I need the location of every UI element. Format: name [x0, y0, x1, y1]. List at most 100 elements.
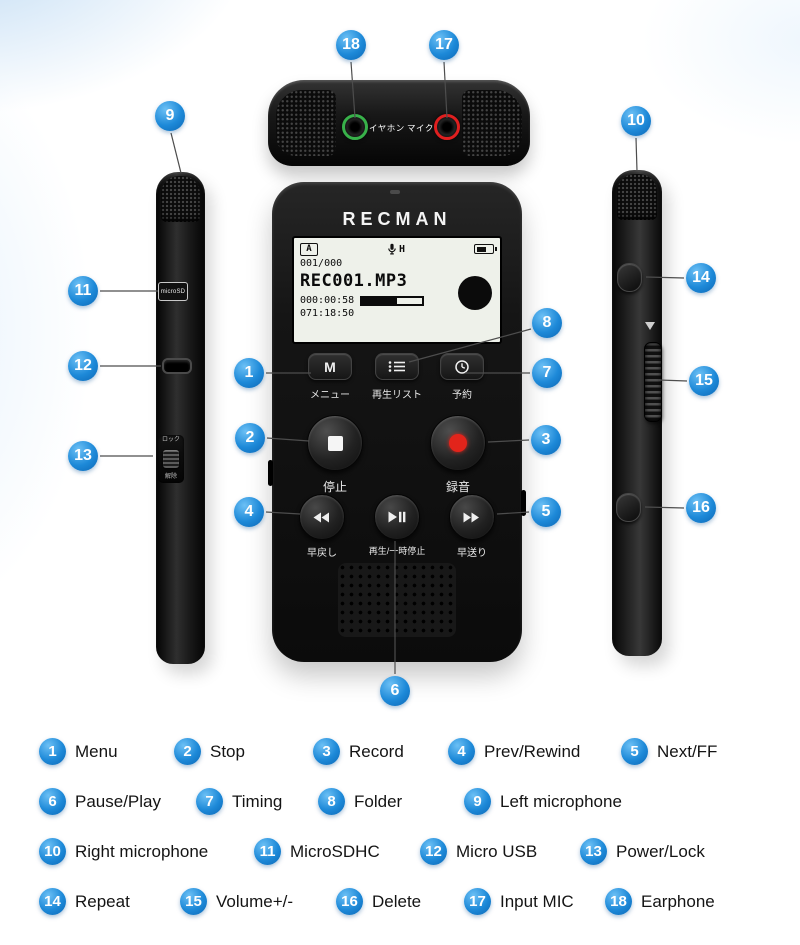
legend-label: Input MIC	[500, 891, 574, 911]
callout-4: 4	[234, 497, 264, 527]
recorder-front-view: RECMAN A H	[268, 182, 526, 662]
callout-16: 16	[686, 493, 716, 523]
leader-line-10	[635, 137, 638, 172]
legend-label: Folder	[354, 791, 403, 811]
earphone-jack-label: イヤホン	[369, 123, 405, 133]
led-indicator	[390, 190, 400, 194]
legend-number: 14	[39, 888, 66, 915]
left-edge-button	[268, 460, 273, 486]
volume-marker-icon	[645, 322, 655, 330]
microsd-slot: microSD	[158, 282, 188, 301]
micro-usb-port	[162, 358, 192, 374]
legend-item-input-mic: 17 Input MIC	[464, 888, 574, 915]
legend-item-folder: 8 Folder	[318, 788, 402, 815]
legend-number: 9	[464, 788, 491, 815]
folder-indicator-icon: A	[300, 242, 318, 256]
menu-label: メニュー	[310, 390, 350, 401]
stop-label: 停止	[322, 480, 347, 494]
progress-bar	[360, 295, 425, 306]
play-pause-button	[374, 494, 420, 540]
callout-8: 8	[532, 308, 562, 338]
delete-button	[616, 493, 641, 522]
callout-15: 15	[689, 366, 719, 396]
legend-item-record: 3 Record	[313, 738, 404, 765]
timer-button	[440, 353, 484, 380]
legend-label: Micro USB	[456, 841, 538, 861]
legend-item-power-lock: 13 Power/Lock	[580, 838, 705, 865]
legend-number: 4	[448, 738, 475, 765]
legend-item-next-ff: 5 Next/FF	[621, 738, 717, 765]
stop-icon	[327, 435, 343, 451]
elapsed-time: 000:00:58	[300, 295, 355, 306]
callout-11: 11	[68, 276, 98, 306]
legend-number: 7	[196, 788, 223, 815]
rewind-label: 早戻し	[307, 548, 337, 559]
playlist-label: 再生リスト	[372, 390, 422, 401]
leader-line-15	[658, 379, 688, 382]
speaker-grille	[338, 563, 456, 637]
switch-knob	[163, 450, 179, 468]
legend-label: Delete	[372, 891, 422, 911]
callout-9: 9	[155, 101, 185, 131]
status-row: A H	[300, 242, 497, 256]
power-lock-switch: ロック 解除	[158, 435, 184, 483]
play-pause-icon	[388, 511, 406, 523]
timer-label: 予約	[452, 390, 472, 401]
menu-button-text: M	[324, 358, 336, 375]
legend-item-stop: 2 Stop	[174, 738, 245, 765]
legend-label: Next/FF	[657, 741, 718, 761]
legend-number: 17	[464, 888, 491, 915]
legend-item-timing: 7 Timing	[196, 788, 282, 815]
recorder-left-side-view: microSD ロック 解除	[156, 172, 205, 664]
progress-bar-fill	[362, 297, 397, 304]
legend-label: Stop	[210, 741, 245, 761]
legend-number: 10	[39, 838, 66, 865]
filename-text: REC001.MP3	[300, 271, 408, 291]
legend-item-menu: 1 Menu	[39, 738, 118, 765]
left-microphone-grille	[161, 176, 200, 222]
battery-icon	[474, 244, 497, 254]
leader-line-9	[170, 132, 182, 174]
legend-label: Pause/Play	[75, 791, 161, 811]
mic-input-jack	[434, 114, 460, 140]
legend-number: 1	[39, 738, 66, 765]
legend-item-prev-rewind: 4 Prev/Rewind	[448, 738, 580, 765]
unlock-label: 解除	[164, 474, 177, 480]
right-microphone-grille	[617, 174, 657, 220]
callout-13: 13	[68, 441, 98, 471]
legend-label: MicroSDHC	[290, 841, 380, 861]
menu-button: M	[308, 353, 352, 380]
lock-label: ロック	[161, 437, 180, 443]
record-indicator	[458, 276, 492, 310]
record-icon	[449, 434, 467, 452]
legend-number: 5	[621, 738, 648, 765]
fast-forward-label: 早送り	[457, 548, 487, 559]
legend-item-volume: 15 Volume+/-	[180, 888, 293, 915]
mic-mode-text: H	[398, 243, 406, 255]
recorder-right-side-view	[612, 170, 662, 656]
legend-number: 3	[313, 738, 340, 765]
callout-10: 10	[621, 106, 651, 136]
legend-label: Earphone	[641, 891, 715, 911]
callout-7: 7	[532, 358, 562, 388]
battery-fill	[476, 246, 486, 252]
callout-5: 5	[531, 497, 561, 527]
brand-logo: RECMAN	[342, 209, 452, 229]
legend-number: 15	[180, 888, 207, 915]
clock-icon	[455, 359, 469, 374]
mic-icon	[388, 243, 396, 255]
legend-label: Timing	[232, 791, 283, 811]
legend-label: Volume+/-	[216, 891, 294, 911]
list-icon	[388, 361, 405, 372]
folder-badge-text: A	[306, 244, 312, 254]
recorder-top-view: イヤホン マイク	[268, 80, 530, 166]
lcd-screen: A H 001/000 REC001.MP3 000	[292, 236, 502, 344]
microsd-slot-label: microSD	[160, 288, 186, 295]
legend-number: 16	[336, 888, 363, 915]
top-mesh-left	[276, 90, 336, 156]
mic-sensitivity-indicator: H	[387, 243, 405, 255]
legend-item-earphone: 18 Earphone	[605, 888, 715, 915]
fast-forward-icon	[463, 512, 479, 522]
legend-item-microsdhc: 11 MicroSDHC	[254, 838, 380, 865]
